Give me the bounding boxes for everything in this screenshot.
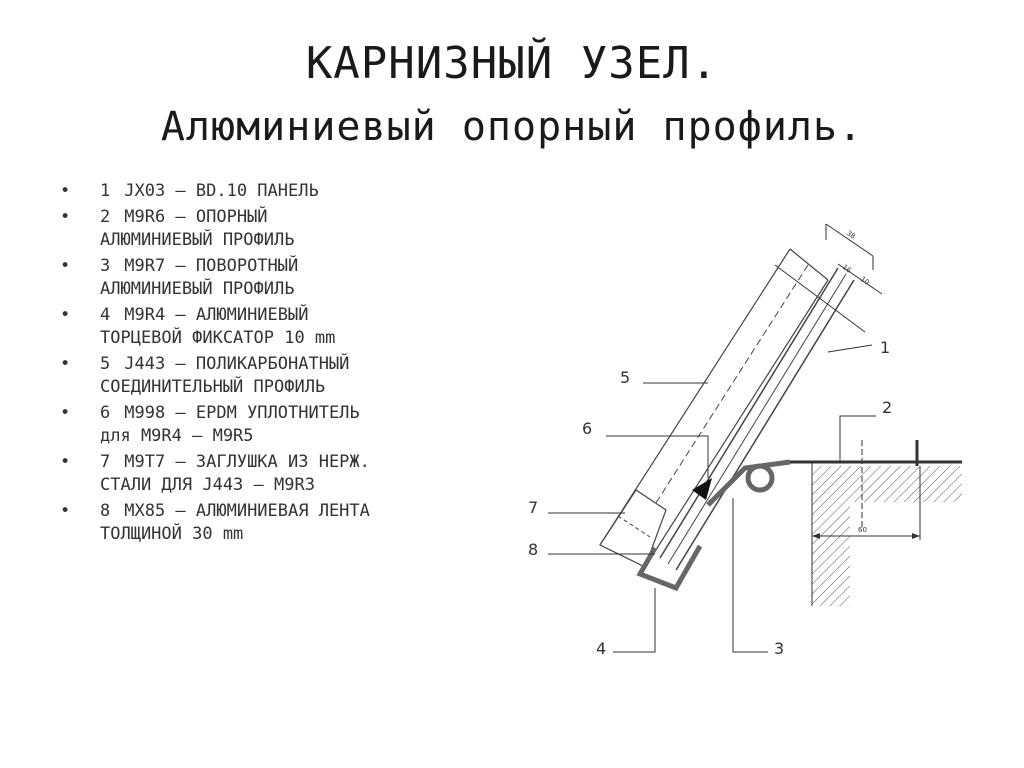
callout-2: 2	[839, 398, 892, 462]
legend-text: M998 – EPDM УПЛОТНИТЕЛЬ	[124, 403, 360, 423]
bullet: •	[60, 181, 71, 201]
bullet: •	[60, 452, 71, 472]
legend-text: JX03 – BD.10 ПАНЕЛЬ	[124, 181, 319, 201]
legend-number: 5	[100, 354, 111, 374]
epdm-seal	[692, 478, 712, 500]
bullet: •	[60, 403, 71, 423]
callout-number: 2	[882, 398, 892, 417]
callout-7: 7	[528, 498, 625, 517]
wall-section	[790, 440, 962, 606]
legend-list: • 1 JX03 – BD.10 ПАНЕЛЬ • 2 M9R6 – ОПОРНЫЙ…	[60, 180, 500, 549]
legend-item-4: • 4 M9R4 – АЛЮМИНИЕВЫЙ ТОРЦЕВОЙ ФИКСАТОР …	[60, 304, 500, 350]
callout-1: 1	[827, 338, 890, 357]
legend-text-cont: АЛЮМИНИЕВЫЙ ПРОФИЛЬ	[100, 279, 295, 299]
callout-number: 3	[774, 639, 784, 658]
legend-text-cont: АЛЮМИНИЕВЫЙ ПРОФИЛЬ	[100, 230, 295, 250]
legend-text: M9R6 – ОПОРНЫЙ	[124, 207, 268, 227]
legend-text: M9R4 – АЛЮМИНИЕВЫЙ	[124, 305, 309, 325]
callout-6: 6	[582, 419, 709, 478]
legend-item-1: • 1 JX03 – BD.10 ПАНЕЛЬ	[60, 180, 500, 203]
legend-item-6: • 6 M998 – EPDM УПЛОТНИТЕЛЬ для M9R4 – M9…	[60, 402, 500, 448]
legend-number: 7	[100, 452, 111, 472]
legend-text: M9T7 – ЗАГЛУШКА ИЗ НЕРЖ.	[124, 452, 370, 472]
bullet: •	[60, 501, 71, 521]
callout-number: 7	[528, 498, 538, 517]
legend-text-cont: СОЕДИНИТЕЛЬНЫЙ ПРОФИЛЬ	[100, 377, 326, 397]
page-title: КАРНИЗНЫЙ УЗЕЛ.	[305, 38, 719, 89]
bullet: •	[60, 256, 71, 276]
legend-item-2: • 2 M9R6 – ОПОРНЫЙ АЛЮМИНИЕВЫЙ ПРОФИЛЬ	[60, 206, 500, 252]
callout-number: 1	[880, 338, 890, 357]
legend-text: J443 – ПОЛИКАРБОНАТНЫЙ	[124, 354, 350, 374]
legend-text-cont: ТОРЦЕВОЙ ФИКСАТОР 10 mm	[100, 328, 336, 348]
legend-text: MX85 – АЛЮМИНИЕВАЯ ЛЕНТА	[124, 501, 370, 521]
legend-number: 8	[100, 501, 111, 521]
dimension-60: 60	[812, 466, 921, 540]
rotating-profile	[706, 459, 791, 507]
bullet: •	[60, 305, 71, 325]
bullet: •	[60, 207, 71, 227]
legend-item-3: • 3 M9R7 – ПОВОРОТНЫЙ АЛЮМИНИЕВЫЙ ПРОФИЛЬ	[60, 255, 500, 301]
end-fixer	[636, 544, 703, 592]
legend-item-7: • 7 M9T7 – ЗАГЛУШКА ИЗ НЕРЖ. СТАЛИ ДЛЯ J4…	[60, 451, 500, 497]
legend-number: 6	[100, 403, 111, 423]
legend-number: 3	[100, 256, 111, 276]
dimension-38: 38	[774, 223, 874, 333]
legend-text-cont: СТАЛИ ДЛЯ J443 – M9R3	[100, 475, 315, 495]
page-subtitle: Алюминиевый опорный профиль.	[160, 104, 864, 150]
dim-label-60: 60	[858, 526, 867, 534]
legend-text-cont: для M9R4 – M9R5	[100, 426, 254, 446]
callout-3: 3	[732, 498, 784, 658]
dimension-16-10: 16 10	[837, 263, 883, 295]
dim-label-16: 16	[841, 263, 853, 275]
end-cap	[599, 489, 667, 568]
legend-item-5: • 5 J443 – ПОЛИКАРБОНАТНЫЙ СОЕДИНИТЕЛЬНЫЙ…	[60, 353, 500, 399]
legend-number: 1	[100, 181, 111, 201]
dim-label-10: 10	[859, 275, 871, 287]
legend-text: M9R7 – ПОВОРОТНЫЙ	[124, 256, 299, 276]
callout-5: 5	[620, 368, 708, 387]
wall-hatch	[812, 466, 962, 606]
callout-8: 8	[528, 540, 655, 559]
callout-4: 4	[596, 588, 656, 658]
callout-number: 6	[582, 419, 592, 438]
callout-number: 8	[528, 540, 538, 559]
legend-number: 4	[100, 305, 111, 325]
bd10-panel	[659, 267, 855, 571]
legend-text-cont: ТОЛЩИНОЙ 30 mm	[100, 524, 244, 544]
callout-number: 4	[596, 639, 606, 658]
legend-item-8: • 8 MX85 – АЛЮМИНИЕВАЯ ЛЕНТА ТОЛЩИНОЙ 30 …	[60, 500, 500, 546]
legend-number: 2	[100, 207, 111, 227]
bullet: •	[60, 354, 71, 374]
dim-label-38: 38	[845, 229, 857, 241]
callout-number: 5	[620, 368, 630, 387]
